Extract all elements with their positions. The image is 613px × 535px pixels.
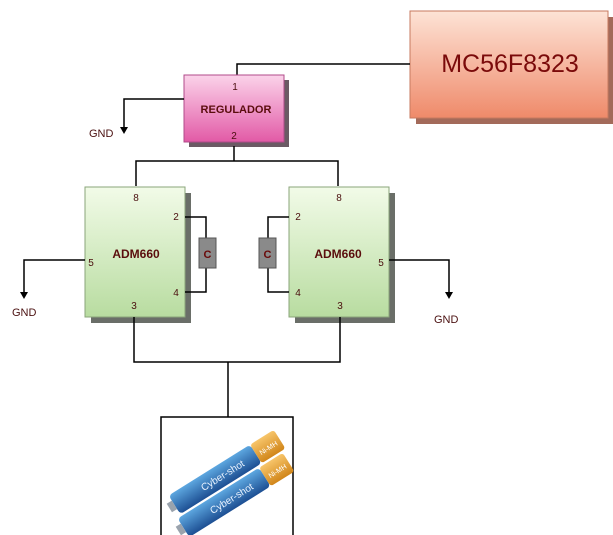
adm660-right-block: 8 2 ADM660 5 4 3 [289,187,395,323]
wire-regulator-gnd [124,99,184,128]
wire-regulator-split [136,161,338,186]
adm660-left-block: 8 2 ADM660 5 4 3 [85,187,191,323]
capacitor-right: C [259,238,276,268]
mcu-block: MC56F8323 [410,11,613,124]
capacitor-left-label: C [204,249,212,261]
wire-mcu-regulator [237,64,410,76]
gnd-arrow-regulator [120,127,128,134]
adm660-left-pin-5: 5 [88,258,94,269]
gnd-label-right: GND [434,314,459,326]
adm660-right-pin-8: 8 [336,193,342,204]
adm660-left-pin-3: 3 [131,301,137,312]
adm660-left-label: ADM660 [112,247,160,261]
adm660-right-pin-4: 4 [295,288,301,299]
adm660-right-pin-5: 5 [378,258,384,269]
gnd-arrow-right [445,292,453,299]
capacitor-left: C [199,238,216,268]
regulator-pin-1: 1 [232,82,238,93]
regulator-pin-2: 2 [231,131,237,142]
adm660-right-label: ADM660 [314,247,362,261]
wire-adm660-right-gnd [389,260,449,293]
adm660-right-pin-3: 3 [337,301,343,312]
adm660-right-pin-2: 2 [295,212,301,223]
adm660-left-pin-4: 4 [173,288,179,299]
regulator-label: REGULADOR [201,104,272,116]
gnd-arrow-left [20,292,28,299]
gnd-label-left: GND [12,307,37,319]
adm660-left-pin-8: 8 [133,193,139,204]
regulator-block: 1 REGULADOR 2 [184,75,289,147]
adm660-left-pin-2: 2 [173,212,179,223]
wire-adm660-left-gnd [24,260,85,293]
wire-cap-right-bottom [268,268,289,292]
mcu-label: MC56F8323 [441,50,579,78]
wire-cap-right-top [268,217,289,238]
battery-picture: Cyber-shot Ni-MH Cyber-shot Ni-MH [161,417,294,535]
capacitor-right-label: C [264,249,272,261]
wire-adm-join [134,317,340,362]
gnd-label-regulator: GND [89,128,114,140]
